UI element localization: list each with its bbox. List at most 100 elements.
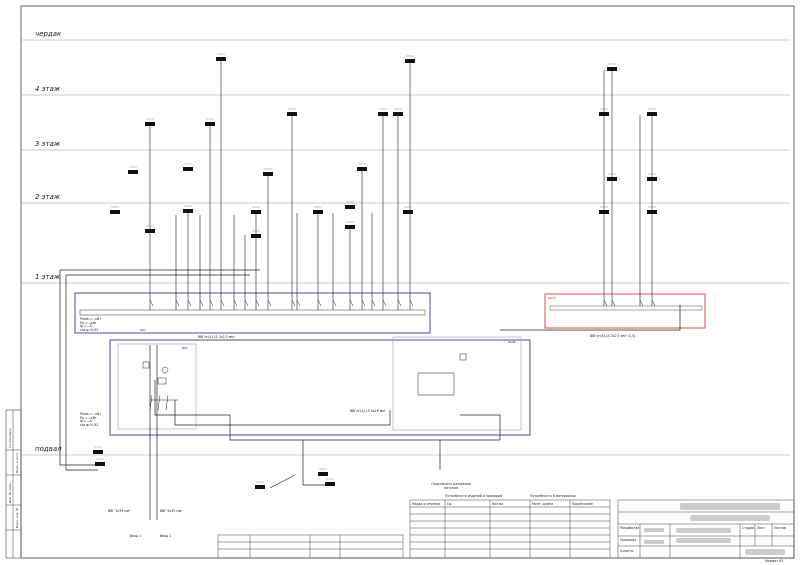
floor-label-3: 3 этаж (35, 140, 61, 148)
meter-box (417, 372, 455, 396)
breaker-tick (291, 299, 296, 307)
tb-role-2: Проверил (620, 538, 637, 542)
breaker-tick (149, 299, 154, 307)
luminaire-fixture (357, 167, 367, 171)
breaker-tick (296, 299, 301, 307)
shav-label: ЩАВ (508, 340, 516, 344)
luminaire-fixture (128, 170, 138, 174)
breaker-tick (220, 299, 225, 307)
main-panel-box (74, 292, 431, 334)
main-panel-label: ЩО (140, 328, 146, 332)
breaker-tick (361, 299, 366, 307)
red-panel-label: ЩО1 (548, 296, 556, 300)
spec-header-0: Марка и сечение (412, 502, 441, 506)
blurred-stamp (644, 503, 785, 555)
luminaire-fixture (647, 210, 657, 214)
rating-note-2: Рном.=...кВт Рр.=...кВт Iр.=...А соs φ=0… (80, 412, 102, 427)
tb-role-1: Разработал (620, 526, 640, 530)
luminaire-fixture (145, 229, 155, 233)
luminaire-fixture (145, 122, 155, 126)
stamp-a: Согласовано (8, 427, 12, 448)
shav-box (392, 336, 522, 431)
luminaire-fixture (255, 485, 265, 489)
busbar (79, 309, 426, 316)
luminaire-fixture (378, 112, 388, 116)
luminaire-fixture (216, 57, 226, 61)
red-panel-box (544, 293, 706, 329)
luminaire-fixture (647, 112, 657, 116)
tb-sheet: Лист (757, 526, 766, 530)
title-block-grid (617, 499, 795, 559)
breaker-tick (255, 299, 260, 307)
vru-label: ВРУ (182, 346, 188, 350)
breaker-tick (603, 299, 608, 307)
luminaire-fixture (607, 67, 617, 71)
luminaire-fixture (95, 462, 105, 466)
floor-label-attic: чердак (35, 30, 62, 38)
breaker-tick (317, 299, 322, 307)
spec-title-2: Потребность в материалах (530, 494, 576, 498)
stamp-b: Инв. № подл. (8, 482, 12, 503)
floor-label-4: 4 этаж (35, 85, 61, 93)
luminaire-fixture (205, 122, 215, 126)
luminaire-fixture (318, 472, 328, 476)
breaker-tick (651, 299, 656, 307)
spec-header-3: Монт. длина (532, 502, 554, 506)
luminaire-fixture (93, 450, 103, 454)
breaker-tick (409, 299, 414, 307)
fixtures (93, 53, 657, 489)
luminaire-fixture (251, 234, 261, 238)
left-feeders (59, 269, 681, 520)
luminaire-fixture (647, 177, 657, 181)
red-busbar (549, 305, 703, 311)
breaker-tick (209, 299, 214, 307)
floor-label-2: 2 этаж (35, 193, 61, 201)
floor-label-basement: подвал (35, 445, 62, 453)
luminaire-fixture (287, 112, 297, 116)
left-cable-note-1: ВВГ 5х35 мм² (108, 509, 131, 513)
spec-header-1: Ед. (447, 502, 453, 506)
stamp-c: Подп. и дата (15, 452, 19, 473)
luminaire-fixture (607, 177, 617, 181)
spec-header-4: Примечание (572, 502, 593, 506)
breaker-tick (267, 299, 272, 307)
cable-note-1: ВВГнг(А)-LS 5х16 мм² (350, 409, 386, 413)
luminaire-fixture (325, 482, 335, 486)
luminaire-fixture (183, 209, 193, 213)
floor-label-1: 1 этаж (35, 273, 61, 281)
luminaire-fixture (599, 112, 609, 116)
luminaire-fixture (403, 210, 413, 214)
input-label-a: Ввод 1 (130, 534, 142, 538)
cable-note-red: ВВГнг(А)-LS 3х2,5 мм² (1,5) (590, 334, 636, 338)
spec-table-grid (217, 499, 611, 559)
rating-note: Рном.=...кВт Рр.=...кВт Iр.=...А соs φ=0… (80, 317, 102, 332)
drawing-frame (20, 5, 795, 559)
luminaire-fixture (251, 210, 261, 214)
cable-note-2: ВВГнг(А)-LS 3х2,5 мм² (198, 335, 235, 339)
tb-sheets: Листов (774, 526, 786, 530)
luminaire-fixture (345, 205, 355, 209)
vru-devices (142, 353, 467, 411)
luminaire-fixture (599, 210, 609, 214)
breaker-tick (349, 299, 354, 307)
breaker-tick (382, 299, 387, 307)
breaker-tick (244, 299, 249, 307)
risers (149, 60, 653, 310)
breaker-tick (175, 299, 180, 307)
luminaire-fixture (393, 112, 403, 116)
breaker-tick (199, 299, 204, 307)
floor-lines (22, 39, 790, 456)
luminaire-fixture (313, 210, 323, 214)
breaker-tick (611, 299, 616, 307)
breaker-tick (233, 299, 238, 307)
tb-stage: Стадия (742, 526, 755, 530)
spec-title-1: Потребность изделий и проводов (445, 494, 502, 498)
breaker-tick (397, 299, 402, 307)
luminaire-fixture (405, 59, 415, 63)
tb-format: Формат А3 (765, 559, 784, 563)
breaker-tick (371, 299, 376, 307)
left-cable-note-2: ВВГ 5х35 мм² (160, 509, 183, 513)
breaker-tick (332, 299, 337, 307)
